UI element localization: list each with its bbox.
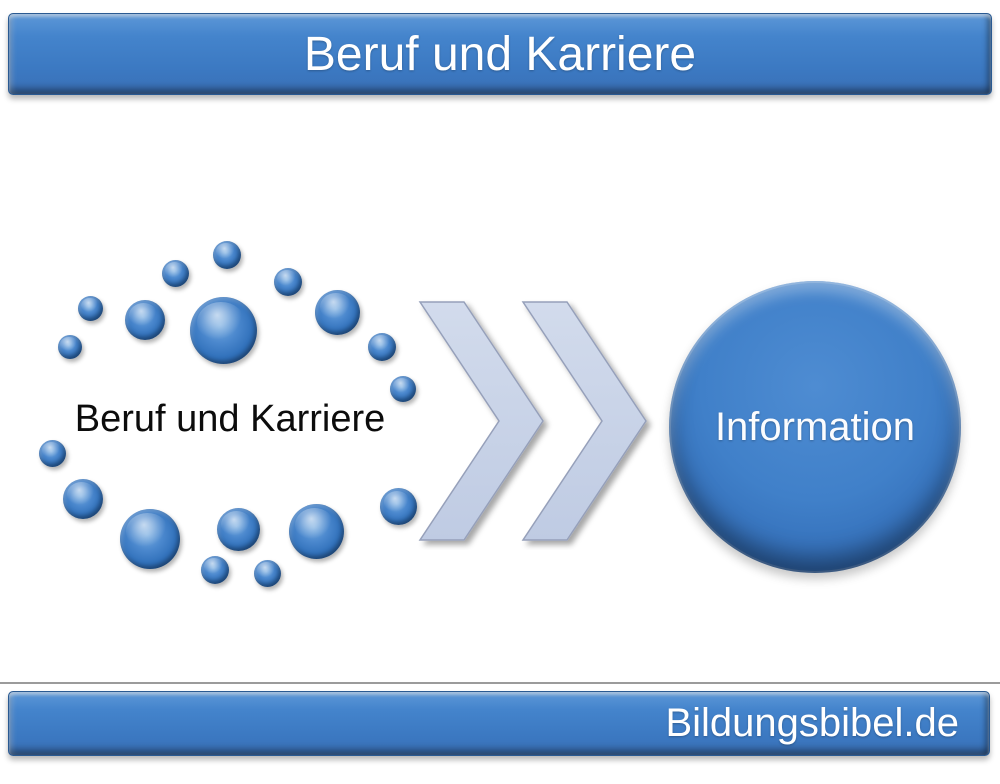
information-node: Information bbox=[669, 281, 961, 573]
bubble bbox=[63, 479, 103, 519]
page-title: Beruf und Karriere bbox=[303, 27, 697, 81]
bubble bbox=[213, 241, 241, 269]
bubble bbox=[217, 508, 260, 551]
bubble bbox=[315, 290, 360, 335]
bubble bbox=[39, 440, 66, 467]
bubble bbox=[190, 297, 257, 364]
bubble bbox=[201, 556, 229, 584]
bubble bbox=[254, 560, 281, 587]
bubble bbox=[289, 504, 344, 559]
bubble bbox=[380, 488, 417, 525]
double-chevron-icon bbox=[418, 301, 647, 541]
information-node-label: Information bbox=[714, 404, 916, 449]
footer-bar: Bildungsbibel.de bbox=[8, 691, 990, 756]
bubble bbox=[274, 268, 302, 296]
bubble bbox=[368, 333, 396, 361]
brand-label: Bildungsbibel.de bbox=[665, 701, 959, 745]
bubble bbox=[78, 296, 103, 321]
header-bar: Beruf und Karriere bbox=[8, 13, 992, 95]
source-node-label: Beruf und Karriere bbox=[74, 398, 386, 440]
footer-divider bbox=[0, 682, 1000, 684]
bubble bbox=[162, 260, 189, 287]
bubble bbox=[120, 509, 180, 569]
bubble bbox=[390, 376, 416, 402]
bubble bbox=[125, 300, 165, 340]
bubble bbox=[58, 335, 82, 359]
